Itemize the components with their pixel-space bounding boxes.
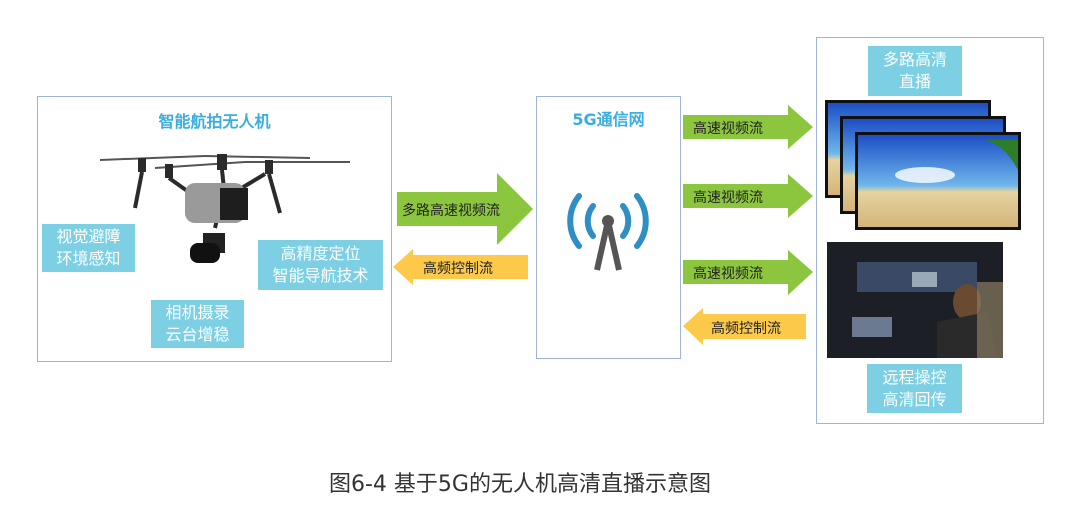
feature-label-camera: 相机摄录云台增稳 bbox=[151, 300, 244, 348]
arrow-control-stream-left: 高频控制流 bbox=[393, 249, 528, 285]
arrow-right-icon bbox=[683, 105, 813, 149]
arrow-video-stream-2: 高速视频流 bbox=[683, 174, 813, 218]
remote-control-label: 远程操控高清回传 bbox=[867, 364, 962, 413]
arrow-label: 高速视频流 bbox=[693, 266, 763, 282]
label-line: 高清回传 bbox=[882, 389, 947, 409]
arrow-label: 高频控制流 bbox=[423, 261, 493, 277]
label-line: 智能导航技术 bbox=[272, 266, 369, 285]
arrow-control-stream-right: 高频控制流 bbox=[683, 308, 806, 345]
arrow-left-icon bbox=[683, 308, 806, 345]
label-line: 远程操控 bbox=[882, 367, 947, 387]
label-line: 相机摄录 bbox=[165, 303, 230, 322]
arrow-label: 多路高速视频流 bbox=[402, 203, 500, 219]
arrow-right-icon bbox=[683, 174, 813, 218]
label-line: 云台增稳 bbox=[165, 325, 230, 344]
label-line: 直播 bbox=[898, 72, 931, 91]
arrow-right-icon bbox=[683, 250, 813, 295]
live-broadcast-label: 多路高清直播 bbox=[868, 46, 962, 96]
arrow-left-icon bbox=[393, 249, 528, 285]
tv-screens-image bbox=[825, 100, 1021, 230]
drone-image bbox=[99, 154, 350, 263]
arrow-label: 高速视频流 bbox=[693, 190, 763, 206]
control-room-image bbox=[827, 242, 1003, 358]
feature-label-vision: 视觉避障环境感知 bbox=[42, 224, 135, 272]
arrow-right-icon bbox=[397, 173, 533, 245]
label-line: 多路高清 bbox=[882, 50, 947, 69]
arrow-label: 高频控制流 bbox=[711, 321, 781, 337]
arrow-label: 高速视频流 bbox=[693, 121, 763, 137]
label-line: 高精度定位 bbox=[280, 244, 361, 263]
network-panel-title: 5G通信网 bbox=[572, 110, 645, 129]
arrow-video-stream-3: 高速视频流 bbox=[683, 250, 813, 295]
label-line: 视觉避障 bbox=[56, 227, 121, 246]
figure-caption: 图6-4 基于5G的无人机高清直播示意图 bbox=[329, 472, 711, 497]
arrow-multi-video-stream: 多路高速视频流 bbox=[397, 173, 533, 245]
arrow-video-stream-1: 高速视频流 bbox=[683, 105, 813, 149]
feature-label-navigation: 高精度定位智能导航技术 bbox=[258, 240, 383, 290]
drone-panel-title: 智能航拍无人机 bbox=[158, 112, 271, 131]
label-line: 环境感知 bbox=[56, 249, 121, 268]
antenna-icon bbox=[567, 193, 649, 271]
